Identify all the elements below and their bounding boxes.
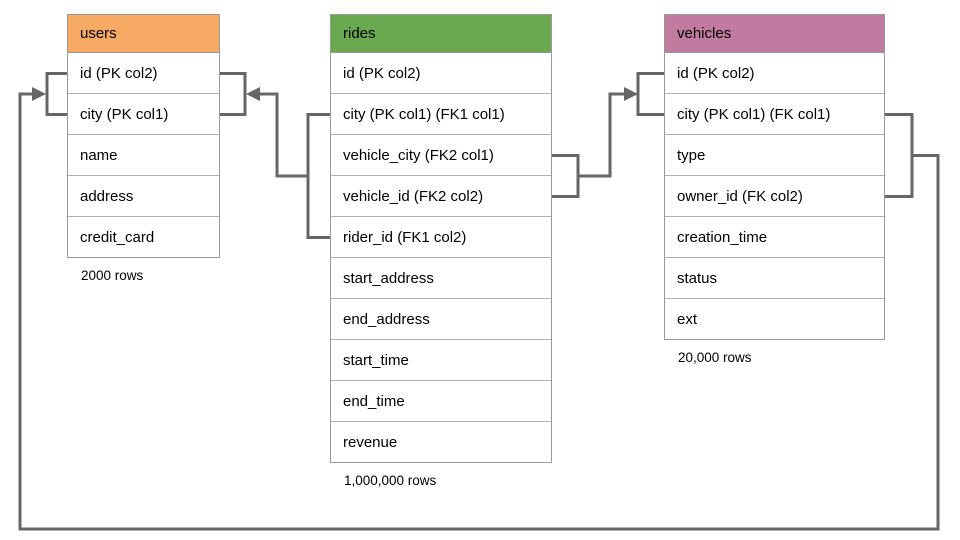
column-row: vehicle_id (FK2 col2) <box>331 176 551 217</box>
column-row: revenue <box>331 422 551 462</box>
column-row: id (PK col2) <box>665 53 884 94</box>
column-row: rider_id (FK1 col2) <box>331 217 551 258</box>
rides-left-bracket <box>306 113 330 239</box>
column-row: city (PK col1) <box>68 94 219 135</box>
column-label: city (PK col1) <box>80 105 169 123</box>
column-row: creation_time <box>665 217 884 258</box>
row-count-users: 2000 rows <box>81 268 144 283</box>
column-row: end_address <box>331 299 551 340</box>
column-label: owner_id (FK col2) <box>677 187 803 205</box>
table-vehicles: vehicles id (PK col2) city (PK col1) (FK… <box>664 14 885 365</box>
column-label: revenue <box>343 433 398 451</box>
column-label: id (PK col2) <box>80 64 158 82</box>
table-rides: rides id (PK col2) city (PK col1) (FK1 c… <box>330 14 552 488</box>
column-row: city (PK col1) (FK1 col1) <box>331 94 551 135</box>
column-row: address <box>68 176 219 217</box>
vehicles-right-bracket <box>885 113 914 198</box>
row-count-vehicles: 20,000 rows <box>678 350 752 365</box>
column-label: end_time <box>343 392 405 410</box>
column-label: vehicle_id (FK2 col2) <box>343 187 484 205</box>
column-label: type <box>677 146 706 164</box>
column-label: name <box>80 146 118 164</box>
column-label: end_address <box>343 310 430 328</box>
column-row: end_time <box>331 381 551 422</box>
column-row: owner_id (FK col2) <box>665 176 884 217</box>
users-left-bracket <box>45 72 67 116</box>
users-right-bracket <box>220 72 247 116</box>
column-row: vehicle_city (FK2 col1) <box>331 135 551 176</box>
fk-arrowhead <box>32 87 46 101</box>
column-label: id (PK col2) <box>677 64 755 82</box>
rides-right-bracket <box>552 154 580 198</box>
column-row: name <box>68 135 219 176</box>
column-label: vehicle_city (FK2 col1) <box>343 146 494 164</box>
table-header-vehicles: vehicles <box>665 15 884 53</box>
column-row: id (PK col2) <box>331 53 551 94</box>
column-row: id (PK col2) <box>68 53 219 94</box>
column-row: city (PK col1) (FK col1) <box>665 94 884 135</box>
table-columns-users: id (PK col2) city (PK col1) name address <box>68 53 219 257</box>
row-count-rides: 1,000,000 rows <box>344 473 437 488</box>
column-row: start_time <box>331 340 551 381</box>
fk-connector-rides-vehicles <box>552 72 664 198</box>
fk1-wire <box>258 92 308 178</box>
column-label: city (PK col1) (FK col1) <box>677 105 831 123</box>
fk1-arrowhead <box>246 87 260 101</box>
table-columns-vehicles: id (PK col2) city (PK col1) (FK col1) ty… <box>665 53 884 339</box>
column-label: status <box>677 269 718 287</box>
column-label: ext <box>677 310 698 328</box>
table-columns-rides: id (PK col2) city (PK col1) (FK1 col1) v… <box>331 53 551 462</box>
column-label: creation_time <box>677 228 768 246</box>
column-label: rider_id (FK1 col2) <box>343 228 467 246</box>
column-label: city (PK col1) (FK1 col1) <box>343 105 505 123</box>
table-header-users: users <box>68 15 219 53</box>
table-users: users id (PK col2) city (PK col1) name <box>67 14 220 283</box>
column-label: credit_card <box>80 228 155 246</box>
table-header-rides: rides <box>331 15 551 53</box>
fk2-wire <box>578 92 624 178</box>
column-row: status <box>665 258 884 299</box>
column-row: credit_card <box>68 217 219 257</box>
fk-connector-rides-users <box>220 72 330 239</box>
column-row: start_address <box>331 258 551 299</box>
column-label: address <box>80 187 134 205</box>
column-label: id (PK col2) <box>343 64 421 82</box>
vehicles-left-bracket <box>636 72 664 116</box>
column-label: start_time <box>343 351 409 369</box>
column-row: type <box>665 135 884 176</box>
fk2-arrowhead <box>624 87 638 101</box>
column-label: start_address <box>343 269 434 287</box>
column-row: ext <box>665 299 884 339</box>
